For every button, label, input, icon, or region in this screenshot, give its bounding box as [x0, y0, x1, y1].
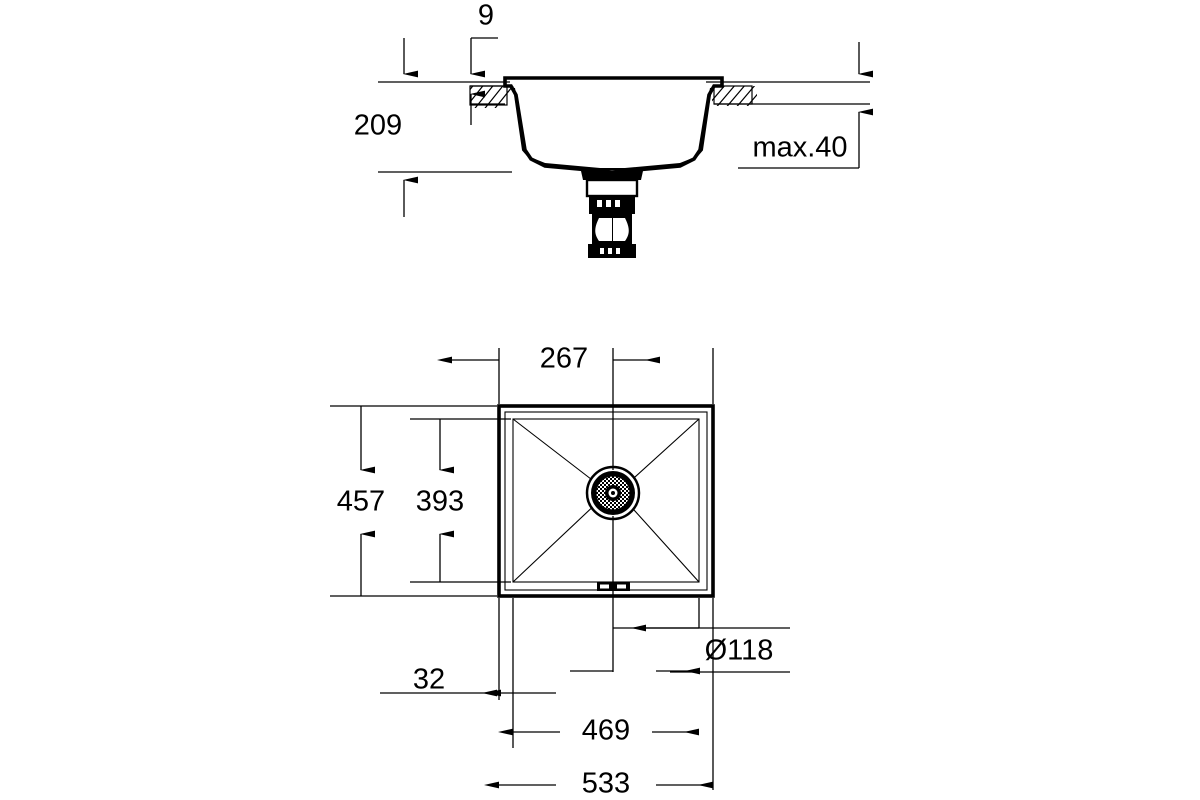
dim-533-label: 533 [582, 768, 630, 800]
counter-hatch-right [712, 86, 757, 106]
dimension-469: 469 [498, 715, 699, 747]
dim-118-label: Ø118 [705, 635, 774, 667]
plan-extension-lines [330, 348, 714, 790]
dimension-209: 209 [354, 38, 512, 217]
dim-9-label: 9 [478, 0, 494, 32]
dim-457-label: 457 [337, 486, 385, 518]
dimension-diameter-118: Ø118 [570, 624, 790, 675]
section-view-group: 209 9 max.40 [354, 0, 873, 258]
bowl-inner-wall [513, 87, 712, 170]
drain-assembly-section [581, 171, 643, 258]
dim-469-label: 469 [582, 715, 630, 747]
dim-32-label: 32 [413, 664, 445, 696]
dimension-457: 457 [337, 406, 385, 596]
dimension-393: 393 [416, 419, 464, 582]
bowl-section-outline [503, 76, 724, 174]
drain-center-dot [611, 491, 615, 495]
dimension-533: 533 [484, 768, 713, 800]
dim-393-label: 393 [416, 486, 464, 518]
counter-block-right-outline [713, 85, 753, 105]
dim-max40-label: max.40 [752, 132, 847, 164]
dimension-32: 32 [380, 664, 556, 697]
dimension-267: 267 [437, 343, 660, 375]
dim-267-label: 267 [540, 343, 588, 375]
dimension-max40: max.40 [738, 42, 873, 169]
bowl-slope-lines [512, 418, 700, 583]
plan-view-group: 267 457 393 Ø118 [330, 343, 790, 800]
sink-outer-rim [497, 404, 715, 598]
dimension-9: 9 [470, 0, 498, 125]
drain-plan [585, 465, 641, 521]
dim-209-label: 209 [354, 110, 402, 142]
